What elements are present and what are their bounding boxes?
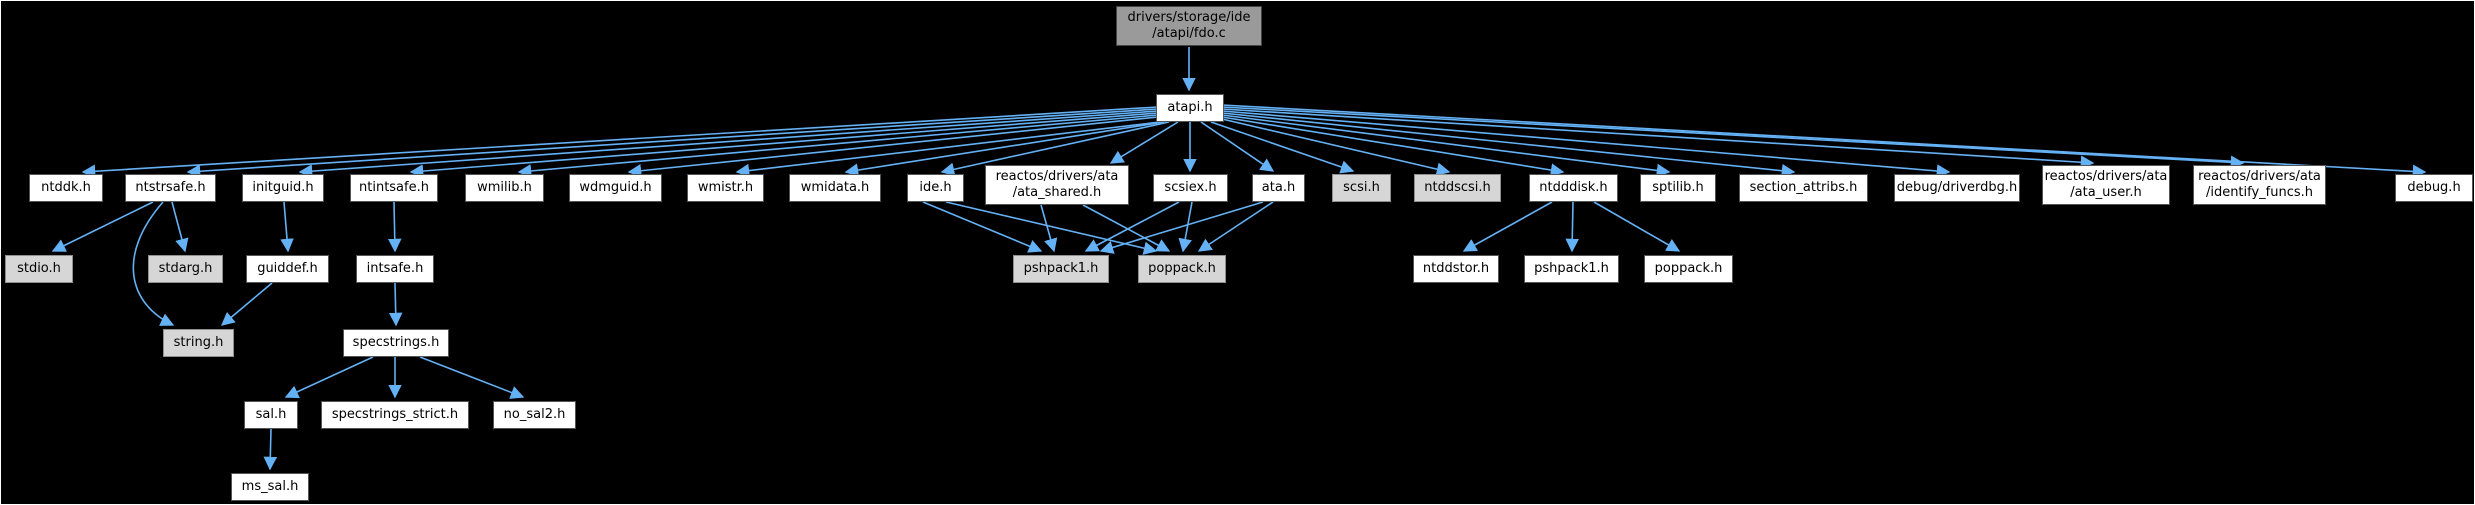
node-label: pshpack1.h — [1534, 261, 1609, 276]
graph-node-ntdddisk-h[interactable]: ntdddisk.h — [1529, 174, 1618, 202]
node-label: /ata_shared.h — [1012, 185, 1102, 200]
graph-node-no-sal2-h[interactable]: no_sal2.h — [493, 401, 576, 429]
graph-node-initguid-h[interactable]: initguid.h — [242, 174, 324, 202]
graph-node-wdmguid-h[interactable]: wdmguid.h — [569, 174, 662, 202]
graph-node-pshpack1-h: pshpack1.h — [1013, 255, 1109, 283]
node-label: pshpack1.h — [1023, 261, 1099, 276]
graph-node-ata-user-h[interactable]: reactos/drivers/ata /ata_user.h — [2042, 165, 2170, 205]
node-label: guiddef.h — [257, 261, 318, 276]
node-label: reactos/drivers/ata — [2044, 169, 2168, 184]
graph-node-ide-h[interactable]: ide.h — [907, 174, 964, 202]
node-label: ntdddisk.h — [1539, 180, 1608, 195]
node-label: reactos/drivers/ata — [995, 169, 1119, 184]
node-label: atapi.h — [1167, 100, 1213, 115]
node-label: drivers/storage/ide — [1127, 10, 1251, 25]
node-label: sptilib.h — [1652, 180, 1704, 195]
node-label: wmilib.h — [477, 180, 532, 195]
node-label: wdmguid.h — [579, 180, 652, 195]
graph-node-identify-funcs-h[interactable]: reactos/drivers/ata /identify_funcs.h — [2193, 165, 2326, 205]
node-label: intsafe.h — [366, 261, 424, 276]
node-label: section_attribs.h — [1749, 180, 1858, 195]
node-label: stdio.h — [17, 261, 61, 276]
node-label: ntddk.h — [41, 180, 91, 195]
graph-node-atapi-h[interactable]: atapi.h — [1156, 94, 1224, 122]
node-label: poppack.h — [1654, 261, 1723, 276]
graph-node-wmilib-h[interactable]: wmilib.h — [465, 174, 544, 202]
node-label: specstrings_strict.h — [331, 407, 459, 422]
graph-node-wmidata-h[interactable]: wmidata.h — [789, 174, 881, 202]
graph-node-guiddef-h[interactable]: guiddef.h — [246, 255, 329, 283]
graph-node-intsafe-h[interactable]: intsafe.h — [356, 255, 434, 283]
node-label: initguid.h — [252, 180, 314, 195]
graph-node-specstrings-strict-h[interactable]: specstrings_strict.h — [321, 401, 469, 429]
graph-node-ntintsafe-h[interactable]: ntintsafe.h — [350, 174, 438, 202]
graph-node-ata-h[interactable]: ata.h — [1252, 174, 1305, 202]
node-label: scsi.h — [1343, 180, 1380, 195]
graph-node-fdo-c: drivers/storage/ide /atapi/fdo.c — [1116, 6, 1262, 46]
node-label: debug/driverdbg.h — [1896, 180, 2018, 195]
node-label: ntddscsi.h — [1424, 180, 1491, 195]
graph-node-scsiex-h[interactable]: scsiex.h — [1153, 174, 1228, 202]
graph-node-pshpack1-h-2[interactable]: pshpack1.h — [1524, 255, 1619, 283]
graph-node-string-h: string.h — [163, 329, 234, 357]
node-label: specstrings.h — [352, 335, 440, 350]
graph-node-ntddscsi-h: ntddscsi.h — [1414, 174, 1501, 202]
node-label: ata.h — [1261, 180, 1296, 195]
graph-node-ntddk-h[interactable]: ntddk.h — [29, 174, 103, 202]
node-label: /atapi/fdo.c — [1152, 26, 1226, 41]
graph-node-specstrings-h[interactable]: specstrings.h — [343, 329, 449, 357]
node-label: stdarg.h — [158, 261, 213, 276]
graph-node-ata-shared-h[interactable]: reactos/drivers/ata /ata_shared.h — [985, 165, 1129, 205]
graph-node-debug-h[interactable]: debug.h — [2395, 174, 2473, 202]
node-label: wmidata.h — [800, 180, 870, 195]
graph-node-section-attribs-h[interactable]: section_attribs.h — [1739, 174, 1868, 202]
graph-node-poppack-h-2[interactable]: poppack.h — [1644, 255, 1733, 283]
node-label: ms_sal.h — [241, 479, 299, 494]
graph-node-debug-driverdbg-h[interactable]: debug/driverdbg.h — [1894, 174, 2020, 202]
graph-node-stdarg-h: stdarg.h — [148, 255, 223, 283]
node-label: scsiex.h — [1164, 180, 1217, 195]
graph-node-sptilib-h[interactable]: sptilib.h — [1640, 174, 1716, 202]
graph-node-stdio-h: stdio.h — [5, 255, 73, 283]
node-label: sal.h — [255, 407, 287, 422]
node-label: reactos/drivers/ata — [2198, 169, 2321, 184]
node-label: /identify_funcs.h — [2205, 185, 2314, 200]
node-label: string.h — [173, 335, 224, 350]
node-label: ntddstor.h — [1422, 261, 1490, 276]
node-label: ntstrsafe.h — [135, 180, 206, 195]
graph-node-poppack-h: poppack.h — [1138, 255, 1226, 283]
graph-node-ntddstor-h[interactable]: ntddstor.h — [1413, 255, 1499, 283]
graph-node-sal-h[interactable]: sal.h — [244, 401, 298, 429]
node-label: wmistr.h — [697, 180, 754, 195]
node-label: ide.h — [919, 180, 952, 195]
graph-node-ntstrsafe-h[interactable]: ntstrsafe.h — [125, 174, 216, 202]
node-label: ntintsafe.h — [359, 180, 429, 195]
node-label: no_sal2.h — [503, 407, 566, 422]
graph-node-wmistr-h[interactable]: wmistr.h — [687, 174, 764, 202]
node-label: poppack.h — [1148, 261, 1216, 276]
graph-node-ms-sal-h[interactable]: ms_sal.h — [231, 473, 309, 501]
node-label: debug.h — [2407, 180, 2461, 195]
graph-node-scsi-h: scsi.h — [1332, 174, 1391, 202]
node-label: /ata_user.h — [2070, 185, 2142, 200]
